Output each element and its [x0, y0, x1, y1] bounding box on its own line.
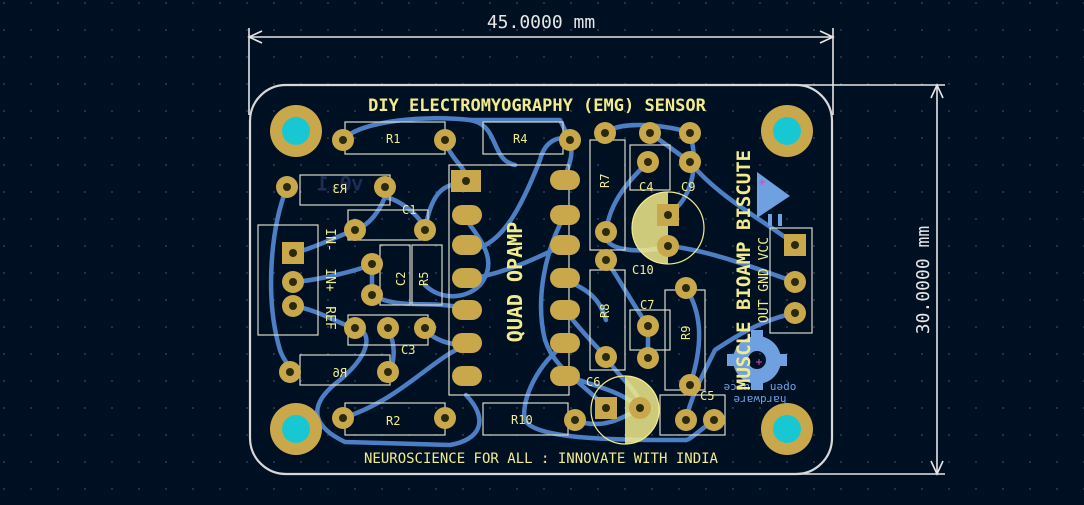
- ref-c6: C6: [586, 375, 600, 389]
- origin-markers: [756, 179, 765, 365]
- version-label: v0.1: [317, 173, 363, 195]
- ref-r1: R1: [386, 132, 400, 146]
- ref-c7: C7: [640, 298, 654, 312]
- back-silk-logo: [727, 172, 790, 390]
- ref-c1: C1: [402, 203, 416, 217]
- ref-r2: R2: [386, 414, 400, 428]
- svg-text:open source: open source: [724, 381, 797, 394]
- ref-c3: C3: [401, 343, 415, 357]
- ref-r10: R10: [511, 413, 533, 427]
- height-dimension-label: 30.0000 mm: [913, 226, 934, 334]
- ic-label: QUAD OPAMP: [503, 222, 527, 342]
- input-pin-in-minus: IN-: [322, 228, 337, 251]
- board-title: DIY ELECTROMYOGRAPHY (EMG) SENSOR: [368, 96, 707, 116]
- ref-c10: C10: [632, 263, 654, 277]
- input-pin-ref: REF: [322, 306, 337, 330]
- ref-c9: C9: [681, 180, 695, 194]
- open-source-hardware-logo-text: open source hardware: [724, 381, 797, 406]
- input-pin-in-plus: IN+: [322, 268, 337, 292]
- ref-c4: C4: [639, 180, 653, 194]
- svg-text:hardware: hardware: [734, 393, 787, 406]
- board-footer: NEUROSCIENCE FOR ALL : INNOVATE WITH IND…: [364, 451, 719, 467]
- ref-r3: R3: [333, 182, 347, 196]
- ic-pads[interactable]: [452, 170, 580, 386]
- height-dimension[interactable]: [790, 83, 945, 476]
- ref-r4: R4: [513, 132, 527, 146]
- mounting-holes[interactable]: [270, 105, 813, 455]
- output-pin-labels: OUT GND VCC: [757, 237, 772, 323]
- board-name: MUSCLE BIOAMP BISCUTE: [733, 150, 755, 390]
- ref-r8: R8: [598, 304, 612, 318]
- ref-c2: C2: [394, 272, 408, 286]
- reference-designators: R1 R4 R3 C1 C2 R5 C3 R6 R2 R10 R7 C4 C9 …: [333, 132, 715, 428]
- ref-r5: R5: [417, 272, 431, 286]
- drill-holes: [283, 129, 799, 424]
- width-dimension-label: 45.0000 mm: [487, 12, 595, 33]
- board-outline[interactable]: [248, 83, 834, 476]
- ref-c5: C5: [700, 389, 714, 403]
- ref-r6: R6: [333, 366, 347, 380]
- width-dimension[interactable]: [247, 28, 835, 115]
- ref-r9: R9: [679, 326, 693, 340]
- ref-r7: R7: [598, 174, 612, 188]
